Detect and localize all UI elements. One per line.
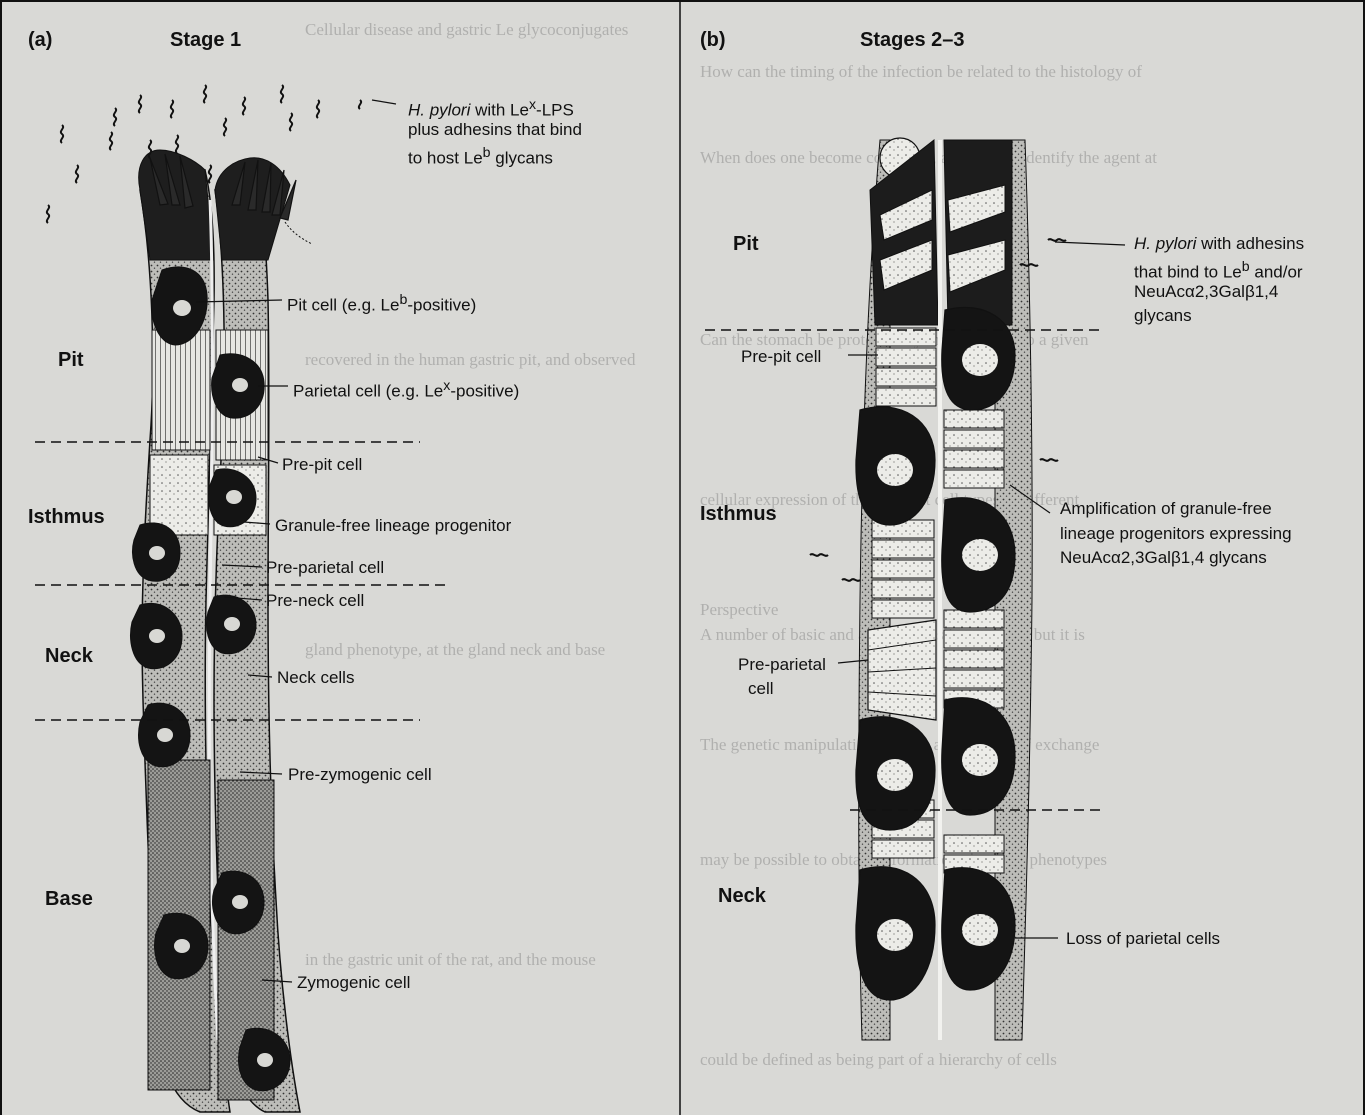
panel-a-gland xyxy=(35,85,450,1112)
panel-b-tag: (b) xyxy=(700,30,726,51)
region-neck-a: Neck xyxy=(45,646,93,667)
panel-b-gland xyxy=(705,138,1125,1040)
callout-amplification-2: lineage progenitors expressing xyxy=(1060,523,1292,544)
hpylori-callout-a-line2: plus adhesins that bind xyxy=(408,119,582,140)
callout-parietal-cell-a: Parietal cell (e.g. Lex-positive) xyxy=(293,376,519,402)
hpylori-b-line2-sup: b xyxy=(1242,259,1250,275)
panel-a-title: Stage 1 xyxy=(170,30,241,51)
hpylori-line3-b: glycans xyxy=(491,149,553,168)
region-isthmus-a: Isthmus xyxy=(28,507,105,528)
parietal-text: Parietal cell (e.g. Le xyxy=(293,382,443,401)
hpylori-callout-b-line2: that bind to Leb and/or xyxy=(1134,257,1303,283)
hpylori-callout-a: H. pylori with Lex-LPS xyxy=(408,95,574,121)
hpylori-b-text: with adhesins xyxy=(1196,234,1304,253)
region-pit-b: Pit xyxy=(733,234,759,255)
callout-amplification-3: NeuAcα2,3Galβ1,4 glycans xyxy=(1060,547,1267,568)
hpylori-line3-a: to host Le xyxy=(408,149,483,168)
hpylori-callout-b: H. pylori with adhesins xyxy=(1134,233,1304,254)
callout-pre-parietal-b-2: cell xyxy=(748,678,774,699)
pit-cell-text-2: -positive) xyxy=(407,296,476,315)
region-isthmus-b: Isthmus xyxy=(700,504,777,525)
hpylori-callout-b-line3: NeuAcα2,3Galβ1,4 xyxy=(1134,281,1278,302)
callout-pre-pit-a: Pre-pit cell xyxy=(282,454,362,475)
region-pit-a: Pit xyxy=(58,350,84,371)
hpylori-line3-sup: b xyxy=(483,145,491,161)
panel-b-title: Stages 2–3 xyxy=(860,30,965,51)
callout-neck-cells-a: Neck cells xyxy=(277,667,354,688)
callout-zymogenic-a: Zymogenic cell xyxy=(297,972,410,993)
callout-pre-pit-b: Pre-pit cell xyxy=(741,346,821,367)
panel-a-tag: (a) xyxy=(28,30,52,51)
callout-loss-parietal: Loss of parietal cells xyxy=(1066,928,1220,949)
callout-pre-parietal-b-1: Pre-parietal xyxy=(738,654,826,675)
pit-cell-text: Pit cell (e.g. Le xyxy=(287,296,399,315)
region-neck-b: Neck xyxy=(718,886,766,907)
callout-amplification-1: Amplification of granule-free xyxy=(1060,498,1272,519)
hpylori-callout-b-line4: glycans xyxy=(1134,305,1192,326)
hpylori-b-line2-a: that bind to Le xyxy=(1134,263,1242,282)
hpylori-text-2: -LPS xyxy=(536,101,574,120)
region-base-a: Base xyxy=(45,889,93,910)
hpylori-italic: H. pylori xyxy=(408,101,470,120)
hpylori-text: with Le xyxy=(470,101,529,120)
callout-granule-free-a: Granule-free lineage progenitor xyxy=(275,515,511,536)
callout-pre-neck-a: Pre-neck cell xyxy=(266,590,364,611)
callout-pre-parietal-a: Pre-parietal cell xyxy=(266,557,384,578)
hpylori-callout-a-line3: to host Leb glycans xyxy=(408,143,553,169)
hpylori-b-line2-b: and/or xyxy=(1250,263,1303,282)
hpylori-sup: x xyxy=(529,97,536,113)
parietal-text-2: -positive) xyxy=(450,382,519,401)
callout-pit-cell-a: Pit cell (e.g. Leb-positive) xyxy=(287,290,476,316)
callout-pre-zymogenic-a: Pre-zymogenic cell xyxy=(288,764,432,785)
hpylori-b-italic: H. pylori xyxy=(1134,234,1196,253)
